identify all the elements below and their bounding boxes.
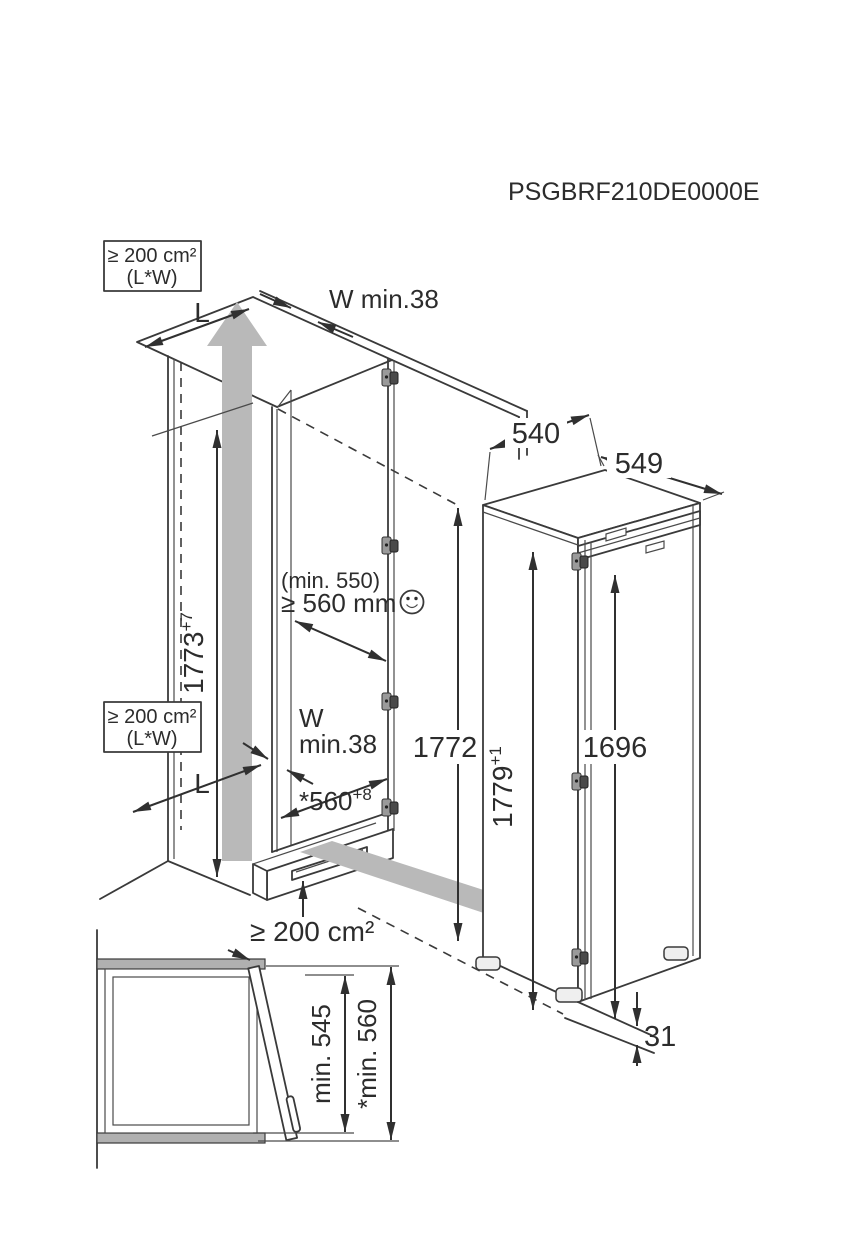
smiley-icon (399, 589, 425, 615)
inset-depth-min-label: min. 545 (306, 1004, 336, 1104)
niche-height-label: 1773+7 (177, 612, 209, 694)
adjustable-foot (475, 956, 501, 971)
install-depth-arrow (280, 778, 388, 819)
vent-bottom-label: ≥ 200 cm² (250, 916, 374, 947)
floor-line-right (167, 860, 251, 896)
model-number: PSGBRF210DE0000E (508, 178, 760, 206)
wall-width-arrow-bottom-left (242, 742, 269, 760)
label-backing (582, 730, 648, 764)
door-panel (247, 965, 298, 1142)
length-arrow-bottom (132, 764, 262, 813)
wall-width-label-bottom-1: W (299, 703, 324, 733)
wall-width-label-bottom-2: min.38 (299, 729, 377, 759)
plinth-left-cap (252, 863, 268, 901)
back-top-edge-outer (259, 290, 528, 412)
floor-line-left (99, 860, 169, 900)
label-backing (607, 448, 671, 478)
top-view-inset: min. 545 *min. 560 (96, 929, 399, 1169)
vent-note-box-top: ≥ 200 cm² (L*W) (103, 240, 202, 292)
top-edge-band (482, 511, 579, 546)
vent-note-box-mid: ≥ 200 cm² (L*W) (103, 701, 202, 753)
hinge-icon (381, 692, 399, 711)
niche-depth-label: ≥ 560 mm (281, 588, 396, 618)
door-height-label: 1696 (583, 732, 648, 764)
note-box-border (103, 240, 202, 292)
vent-area-value: ≥ 200 cm² (108, 706, 197, 728)
length-label-bottom: L (194, 768, 210, 799)
wall-width-arrow-top-left (259, 293, 292, 309)
vent-area-value: ≥ 200 cm² (108, 245, 197, 267)
wall-width-label-top: W min.38 (329, 284, 439, 314)
airflow-up-arrow-icon (207, 302, 267, 861)
adjustable-foot (555, 987, 583, 1003)
note-box-border (103, 701, 202, 753)
depth-extension-left (484, 451, 491, 501)
niche-height-extension (151, 402, 254, 437)
vent-area-formula: (L*W) (126, 267, 177, 289)
vent-area-formula: (L*W) (126, 728, 177, 750)
plinth-gap-label: 31 (644, 1021, 676, 1053)
hinge-icon (571, 552, 589, 571)
label-backing (412, 730, 478, 764)
door-handle (285, 1095, 301, 1133)
niche-depth-note: (min. 550) (281, 568, 380, 593)
rail-slider (645, 540, 665, 554)
cabinet-top-wall (96, 958, 266, 970)
projection-line-top (277, 408, 462, 508)
install-depth-label: *560+8 (299, 785, 372, 816)
cabinet-bottom-wall (96, 1132, 266, 1144)
length-label-top: L (194, 297, 210, 328)
label-backing (505, 418, 567, 448)
top-depth-label: 540 (512, 418, 560, 450)
hinge-icon (571, 772, 589, 791)
back-top-edge (391, 359, 520, 418)
appliance-plan-outline (112, 976, 250, 1126)
hinge-icon (381, 368, 399, 387)
dimension-annotations: L W min.38 1773+7 (min. 550) ≥ 560 mm W … (132, 284, 725, 1066)
floor-line-under-appliance (564, 1017, 655, 1054)
rail-slider (605, 527, 627, 542)
niche-depth-arrow (294, 620, 387, 662)
inset-depth-total-label: *min. 560 (352, 999, 382, 1109)
adjustable-foot (663, 946, 689, 961)
top-width-label: 549 (615, 448, 663, 480)
plinth-top-back-edge (252, 822, 377, 865)
appliance-height-label: 1779+1 (486, 746, 518, 828)
hinge-icon (571, 948, 589, 967)
depth-extension-right (589, 417, 602, 467)
hinge-icon (381, 536, 399, 555)
niche-height-right-label: 1772 (413, 732, 478, 764)
mounting-rail-line (577, 517, 701, 554)
length-arrow-top (144, 308, 250, 348)
open-door-plan (247, 965, 301, 1142)
niche-interior-top-edge (276, 389, 292, 409)
wall-width-arrow-top-right (317, 321, 354, 338)
hinge-icon (381, 798, 399, 817)
hinge-pointer-arrow (227, 948, 251, 961)
